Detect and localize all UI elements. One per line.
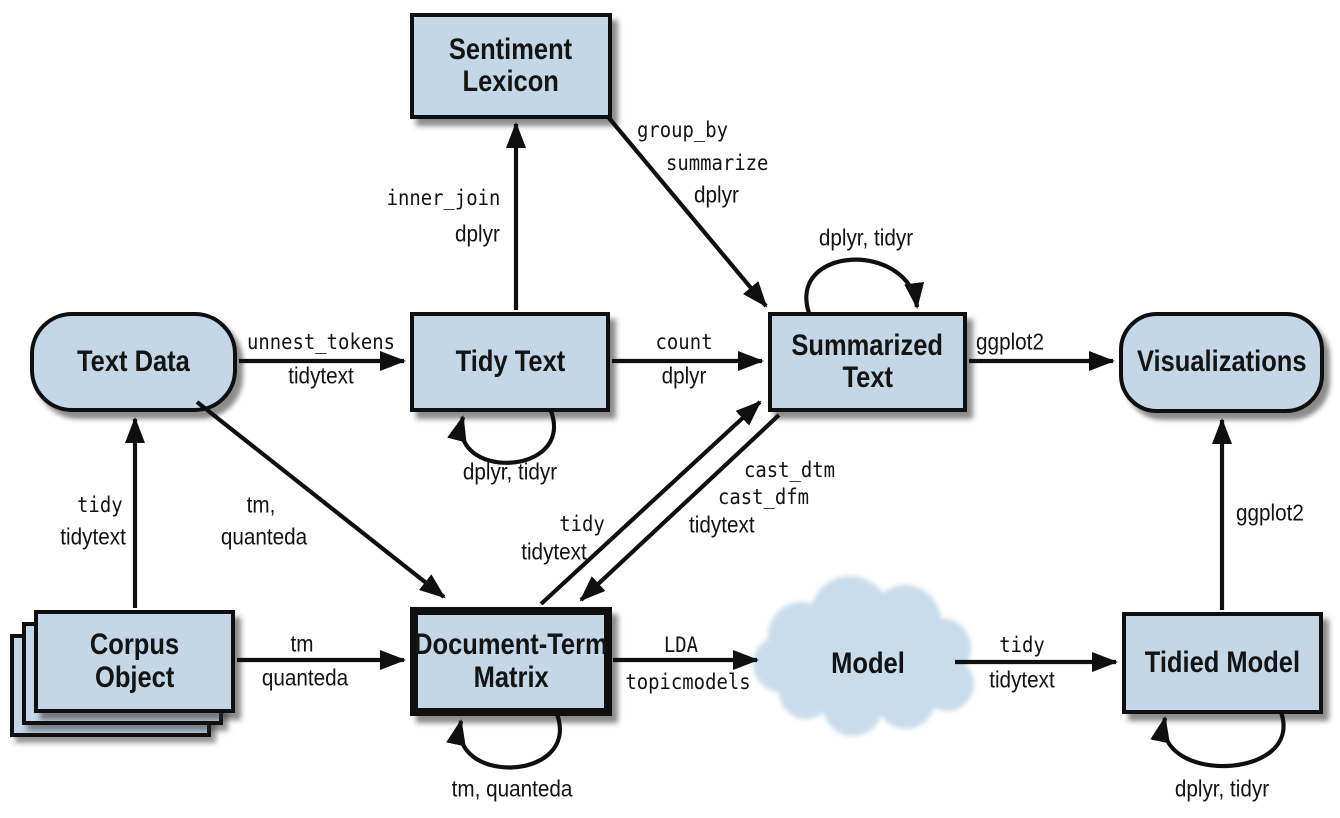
- edge-label-tidytext: tidytext: [60, 523, 126, 550]
- node-label: Text Data: [77, 344, 190, 378]
- edge-label-cast-dtm: cast_dtm: [744, 458, 836, 482]
- arrow-sentiment-lexicon-to-summarized: [607, 116, 768, 308]
- edge-label-quanteda: quanteda: [220, 523, 308, 550]
- edge-label-quanteda: quanteda: [261, 664, 349, 691]
- loop-label-dplyr-tidyr: dplyr, tidyr: [818, 224, 914, 251]
- loop-label-dplyr-tidyr: dplyr, tidyr: [1174, 775, 1270, 802]
- self-loop-tidied-model: [1150, 711, 1286, 769]
- node-label: Sentiment: [449, 32, 573, 66]
- edge-label-lda: LDA: [663, 633, 699, 657]
- node-label: Tidied Model: [1144, 645, 1301, 679]
- node-visualizations: Visualizations: [1119, 312, 1324, 413]
- edge-label-group-by: group_by: [637, 118, 729, 142]
- edge-label-ggplot2: ggplot2: [1236, 499, 1304, 526]
- node-label: Object: [94, 660, 175, 694]
- node-label: Text: [842, 361, 893, 394]
- edge-label-tidy: tidy: [999, 633, 1045, 657]
- edge-label-cast-dfm: cast_dfm: [718, 485, 810, 509]
- node-label: Visualizations: [1136, 345, 1307, 379]
- edge-label-tm: tm: [290, 630, 314, 657]
- edge-label-tidytext: tidytext: [989, 666, 1055, 693]
- edge-label-ggplot2: ggplot2: [976, 328, 1044, 355]
- edge-label-topicmodels: topicmodels: [625, 670, 751, 694]
- self-loop-tidy-text: [447, 410, 556, 465]
- node-label: Corpus: [89, 628, 180, 662]
- node-label: Document-Term: [414, 628, 608, 662]
- arrow-text-data-to-dtm: [195, 400, 446, 599]
- node-model-label: Model: [831, 647, 905, 680]
- self-loop-summarized-text: [804, 257, 925, 314]
- edge-label-tidy: tidy: [77, 493, 123, 517]
- edge-label-count: count: [655, 330, 713, 354]
- node-sentiment-lexicon: Sentiment Lexicon: [410, 13, 612, 119]
- node-label: Lexicon: [462, 65, 560, 98]
- edge-label-summarize: summarize: [666, 151, 769, 175]
- node-label: Tidy Text: [455, 344, 565, 378]
- node-text-data: Text Data: [30, 312, 237, 412]
- edge-label-dplyr: dplyr: [661, 362, 707, 389]
- node-tidied-model: Tidied Model: [1122, 612, 1323, 714]
- edge-label-dplyr: dplyr: [694, 181, 739, 208]
- node-tidy-text: Tidy Text: [410, 312, 610, 412]
- edge-label-unnest-tokens: unnest_tokens: [247, 330, 395, 354]
- node-corpus-object: Corpus Object: [34, 610, 235, 713]
- loop-label-tm-quanteda: tm, quanteda: [451, 775, 573, 802]
- edge-label-tm: tm,: [246, 491, 276, 518]
- edge-label-tidytext: tidytext: [288, 362, 354, 389]
- node-label: Matrix: [473, 660, 549, 694]
- node-summarized-text: Summarized Text: [768, 312, 967, 412]
- node-document-term-matrix: Document-Term Matrix: [410, 607, 612, 716]
- edge-label-tidy: tidy: [559, 512, 605, 536]
- edge-label-dplyr: dplyr: [455, 220, 500, 247]
- loop-label-dplyr-tidyr: dplyr, tidyr: [462, 458, 558, 485]
- node-label: Summarized: [791, 328, 944, 362]
- edge-label-inner-join: inner_join: [386, 186, 500, 210]
- self-loop-document-term-matrix: [446, 713, 562, 770]
- edge-label-tidytext: tidytext: [521, 538, 587, 565]
- edge-label-tidytext: tidytext: [689, 511, 755, 538]
